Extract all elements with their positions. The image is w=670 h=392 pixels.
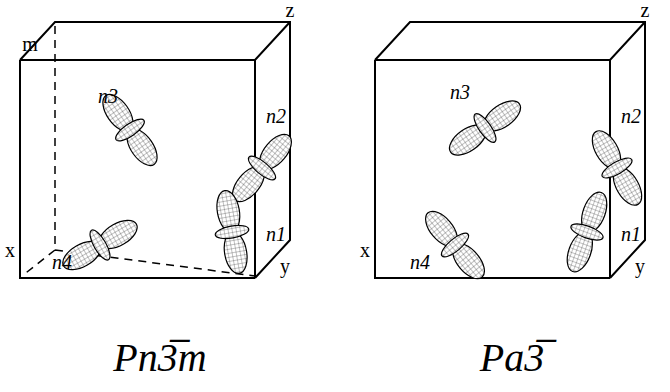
axis-label: x	[5, 240, 15, 260]
orbital-label: n2	[266, 106, 286, 126]
orbital-label: n4	[52, 252, 72, 272]
orbital-label: n4	[410, 252, 430, 272]
orbital-label: n3	[450, 82, 470, 102]
axis-label: m	[22, 34, 38, 54]
orbital-label: n2	[621, 106, 641, 126]
space-group-caption: Pn3̅m	[113, 338, 206, 378]
axis-label: z	[286, 0, 295, 20]
space-group-caption: Pa3̅	[480, 338, 544, 378]
axis-label: y	[635, 256, 645, 276]
axis-label: z	[641, 0, 650, 20]
unit-cell-right	[375, 22, 653, 288]
unit-cell-left	[20, 22, 302, 281]
orbital-label: n1	[621, 224, 641, 244]
axis-label: y	[280, 256, 290, 276]
orbital-label: n3	[98, 86, 118, 106]
axis-label: x	[360, 240, 370, 260]
orbital-label: n1	[266, 224, 286, 244]
